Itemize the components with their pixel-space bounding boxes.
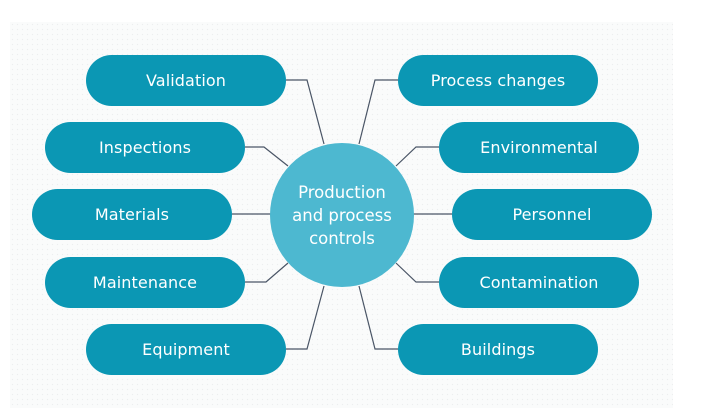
connector-buildings — [358, 285, 398, 350]
connector-validation — [286, 79, 325, 145]
node-process-changes: Process changes — [398, 55, 598, 106]
connector-maintenance — [245, 262, 289, 283]
node-personnel: Personnel — [452, 189, 652, 240]
node-materials: Materials — [32, 189, 232, 240]
node-inspections: Inspections — [45, 122, 245, 173]
node-label: Environmental — [480, 138, 598, 157]
node-label: Materials — [94, 205, 170, 224]
center-line-1: Production — [298, 182, 386, 202]
node-label: Validation — [145, 71, 226, 90]
connector-environmental — [395, 146, 439, 167]
node-label: Buildings — [460, 340, 536, 359]
node-label: Process changes — [430, 71, 566, 90]
node-label: Personnel — [512, 205, 592, 224]
center-node: Production and process controls — [270, 143, 414, 287]
node-environmental: Environmental — [439, 122, 639, 173]
node-contamination: Contamination — [439, 257, 639, 308]
center-line-2: and process — [292, 205, 392, 225]
node-maintenance: Maintenance — [45, 257, 245, 308]
node-validation: Validation — [86, 55, 286, 106]
node-buildings: Buildings — [398, 324, 598, 375]
connector-equipment — [286, 285, 325, 350]
node-label: Contamination — [479, 273, 599, 292]
node-label: Inspections — [98, 138, 192, 157]
connector-contamination — [395, 262, 439, 283]
center-line-3: controls — [309, 228, 375, 248]
node-equipment: Equipment — [86, 324, 286, 375]
connector-process-changes — [358, 79, 398, 145]
node-label: Equipment — [142, 340, 230, 359]
node-label: Maintenance — [92, 273, 198, 292]
connector-inspections — [245, 146, 289, 167]
